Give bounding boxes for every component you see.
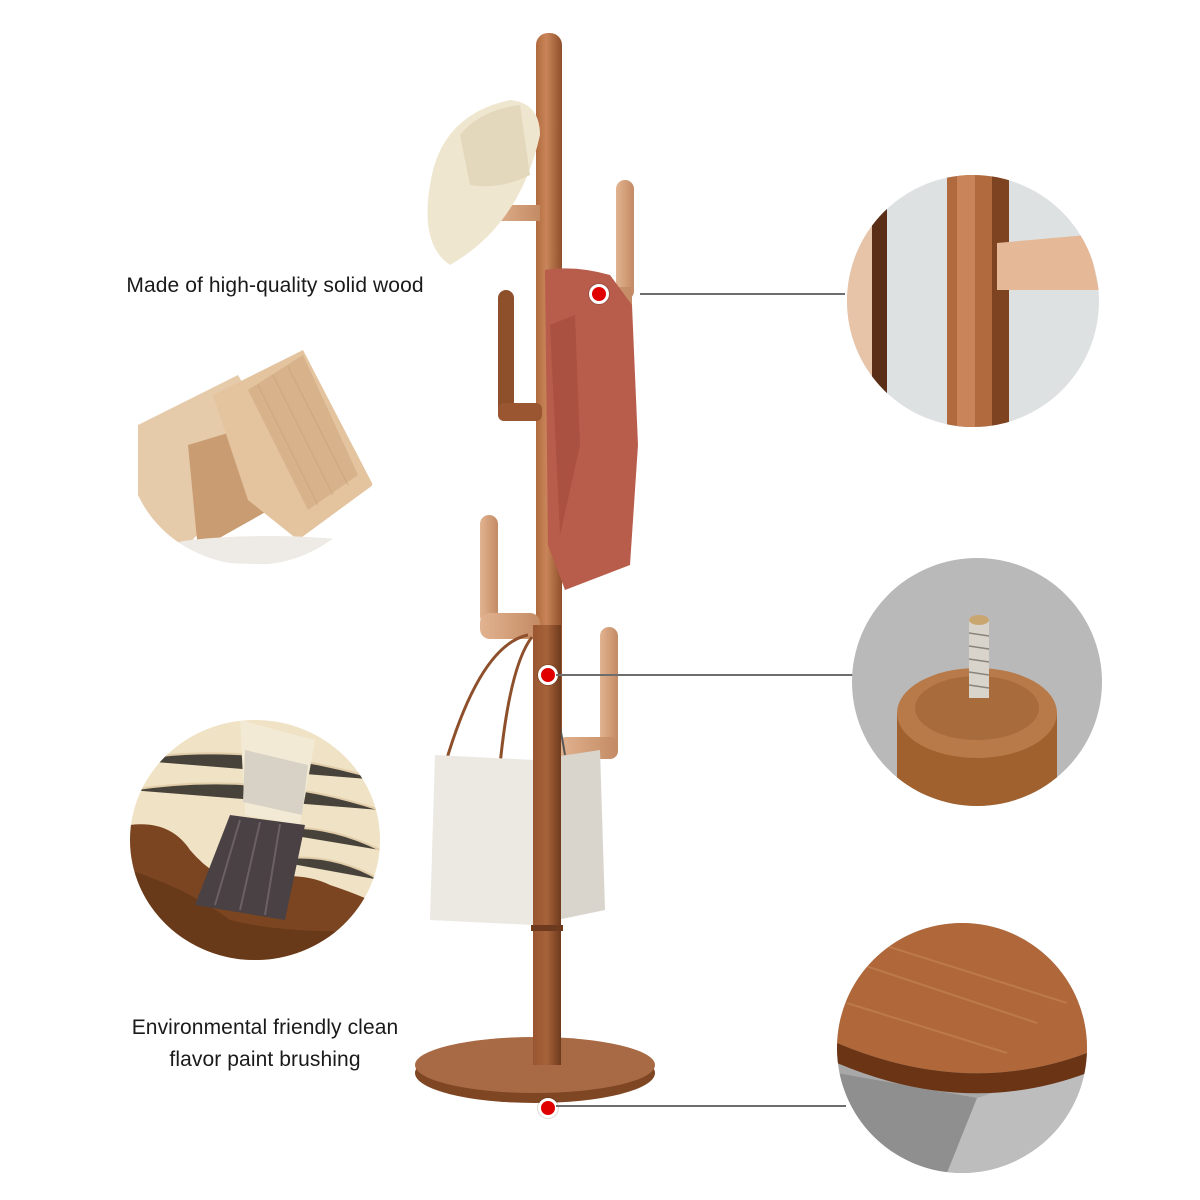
marker-base xyxy=(538,1098,558,1118)
base-detail-image xyxy=(837,923,1087,1173)
leader-line-screw xyxy=(556,674,856,676)
paint-label-line1: Environmental friendly clean xyxy=(131,1016,399,1039)
hook-detail-image xyxy=(847,175,1099,427)
solid-wood-label: Made of high-quality solid wood xyxy=(126,274,424,297)
coat-rack-image xyxy=(400,25,660,1175)
marker-screw xyxy=(538,665,558,685)
leader-line-hook xyxy=(640,293,845,295)
paint-label-line2: flavor paint brushing xyxy=(169,1048,361,1071)
paint-label: Environmental friendly clean flavor pain… xyxy=(60,1012,470,1076)
marker-hook xyxy=(589,284,609,304)
wood-blocks-image xyxy=(128,335,378,565)
leader-line-base xyxy=(556,1105,846,1107)
screw-joint-image xyxy=(852,558,1102,806)
paint-brush-image xyxy=(130,720,380,960)
